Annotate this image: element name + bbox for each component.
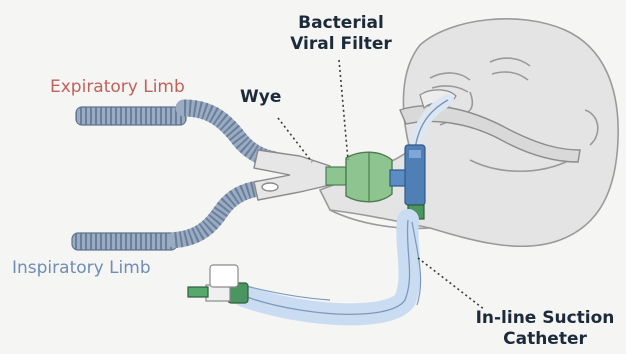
inline-suction-catheter-label: In-line Suction Catheter (470, 308, 620, 350)
expiratory-limb-tube (76, 107, 275, 160)
suction-control-valve (188, 265, 248, 303)
suction-catheter (244, 220, 421, 314)
inline-suction-label-line1: In-line Suction (470, 308, 620, 329)
inspiratory-limb-label: Inspiratory Limb (12, 258, 151, 279)
bacterial-viral-filter-label-line1: Bacterial (286, 13, 396, 34)
wye-connector (254, 150, 330, 200)
bacterial-viral-filter-label-line2: Viral Filter (286, 34, 396, 55)
inspiratory-limb-tube (72, 188, 262, 250)
inline-suction-label-line2: Catheter (470, 329, 620, 350)
bacterial-viral-filter-label: Bacterial Viral Filter (286, 13, 396, 55)
expiratory-limb-label: Expiratory Limb (50, 77, 185, 98)
wye-label: Wye (240, 87, 281, 108)
